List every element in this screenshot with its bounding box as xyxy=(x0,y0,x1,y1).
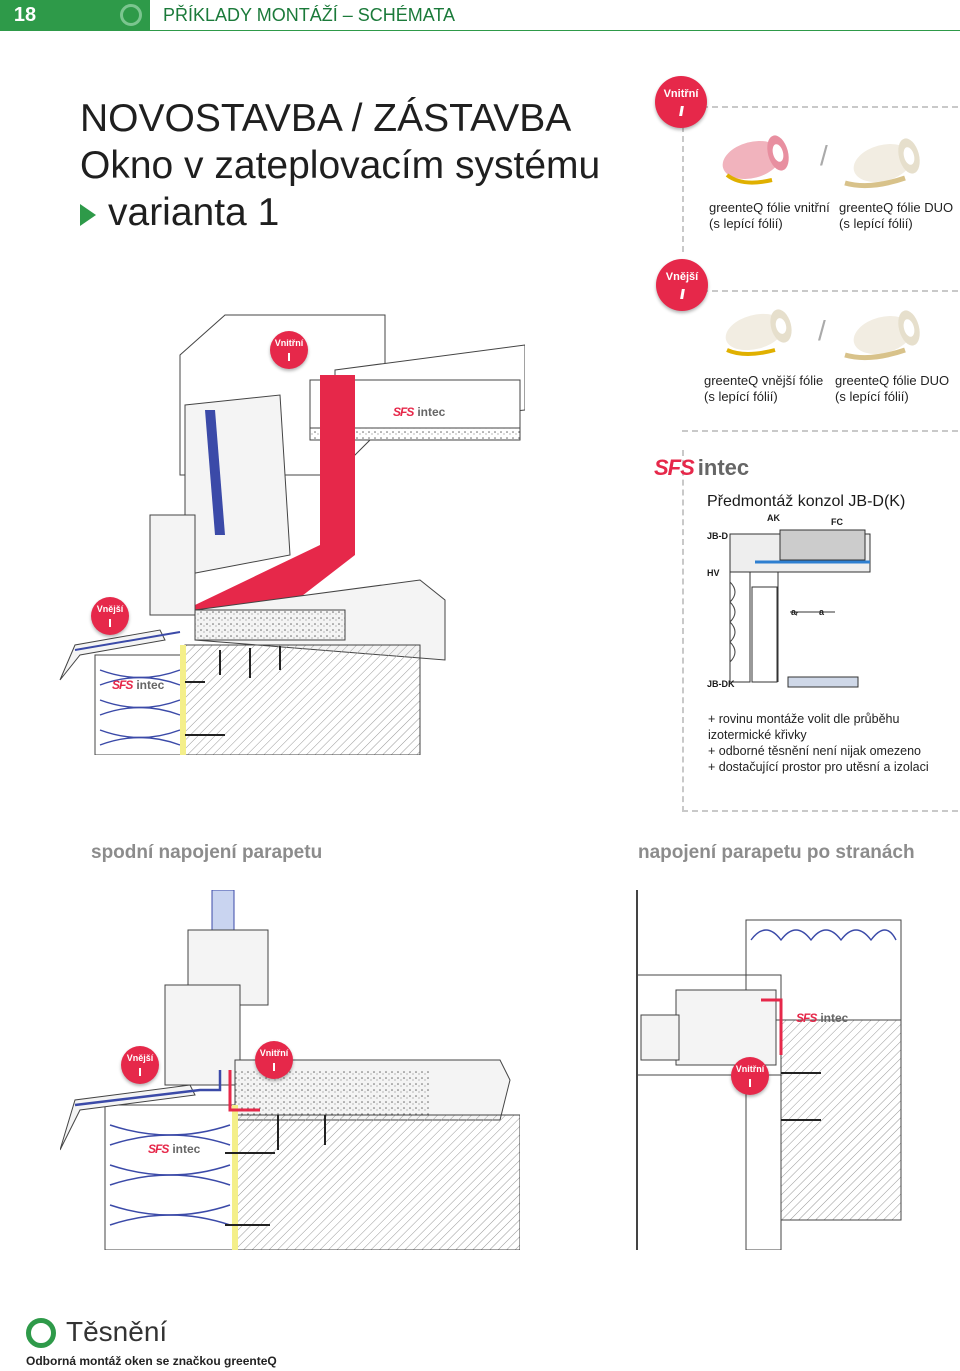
bracket-box xyxy=(682,450,958,812)
duo-foil-roll-image xyxy=(844,138,920,189)
outer-badge: Vnější xyxy=(656,259,708,311)
label-jbdk: JB-DK xyxy=(707,679,735,689)
diagram-outer-badge: Vnější xyxy=(91,597,129,635)
label-a: a xyxy=(819,607,825,617)
bracket-notes: + rovinu montáže volit dle průběhu izote… xyxy=(708,712,929,774)
inner-badge: Vnitřní xyxy=(655,76,707,128)
bracket-diagram xyxy=(729,529,871,688)
side-inner-badge: Vnitřní xyxy=(731,1057,769,1095)
outer-product2: greenteQ fólie DUO(s lepící fólií) xyxy=(835,373,950,404)
duo-foil-roll-image-2 xyxy=(844,310,920,361)
main-title-line3: varianta 1 xyxy=(80,190,279,236)
main-title-line2: Okno v zateplovacím systému xyxy=(80,144,601,187)
inner-foil-box xyxy=(682,106,958,252)
bottom-inner-badge: Vnitřní xyxy=(255,1041,293,1079)
bottom-sill-section-diagram xyxy=(60,890,520,1250)
label-hv: HV xyxy=(707,568,720,578)
inner-foil-roll-image xyxy=(722,135,789,185)
page-number: 18 xyxy=(0,0,50,30)
side-section-title: napojení parapetu po stranách xyxy=(638,842,915,863)
label-jbd: JB-D xyxy=(707,531,729,541)
main-title-line1: NOVOSTAVBA / ZÁSTAVBA xyxy=(80,97,572,140)
outer-product1: greenteQ vnější fólie(s lepící fólií) xyxy=(704,373,824,404)
greenteq-q-icon xyxy=(26,1318,56,1348)
inner-separator: / xyxy=(820,140,828,171)
inner-product1: greenteQ fólie vnitřní(s lepící fólií) xyxy=(709,200,830,231)
outer-separator: / xyxy=(818,315,826,346)
arrow-right-icon xyxy=(80,203,96,226)
diagram-inner-badge: Vnitřní xyxy=(270,331,308,369)
bottom-section-title: spodní napojení parapetu xyxy=(91,842,323,863)
label-ar: aᵣ xyxy=(791,607,799,617)
bottom-outer-badge: Vnější xyxy=(121,1046,159,1084)
footer-brand: Těsnění xyxy=(66,1316,168,1347)
greenteq-logo-icon xyxy=(120,4,142,26)
window-installation-3d-diagram xyxy=(59,314,525,755)
label-fc: FC xyxy=(831,517,843,527)
inner-product2: greenteQ fólie DUO(s lepící fólií) xyxy=(839,200,954,231)
header-title: PŘÍKLADY MONTÁŽÍ – SCHÉMATA xyxy=(163,5,456,25)
side-sill-section-diagram xyxy=(636,890,902,1250)
outer-foil-box xyxy=(682,290,958,432)
bracket-title: Předmontáž konzol JB-D(K) xyxy=(707,493,906,510)
header-divider xyxy=(0,30,960,31)
label-ak: AK xyxy=(767,513,780,523)
outer-foil-roll-image xyxy=(725,309,792,356)
footer-subtitle: Odborná montáž oken se značkou greenteQ xyxy=(26,1354,277,1368)
